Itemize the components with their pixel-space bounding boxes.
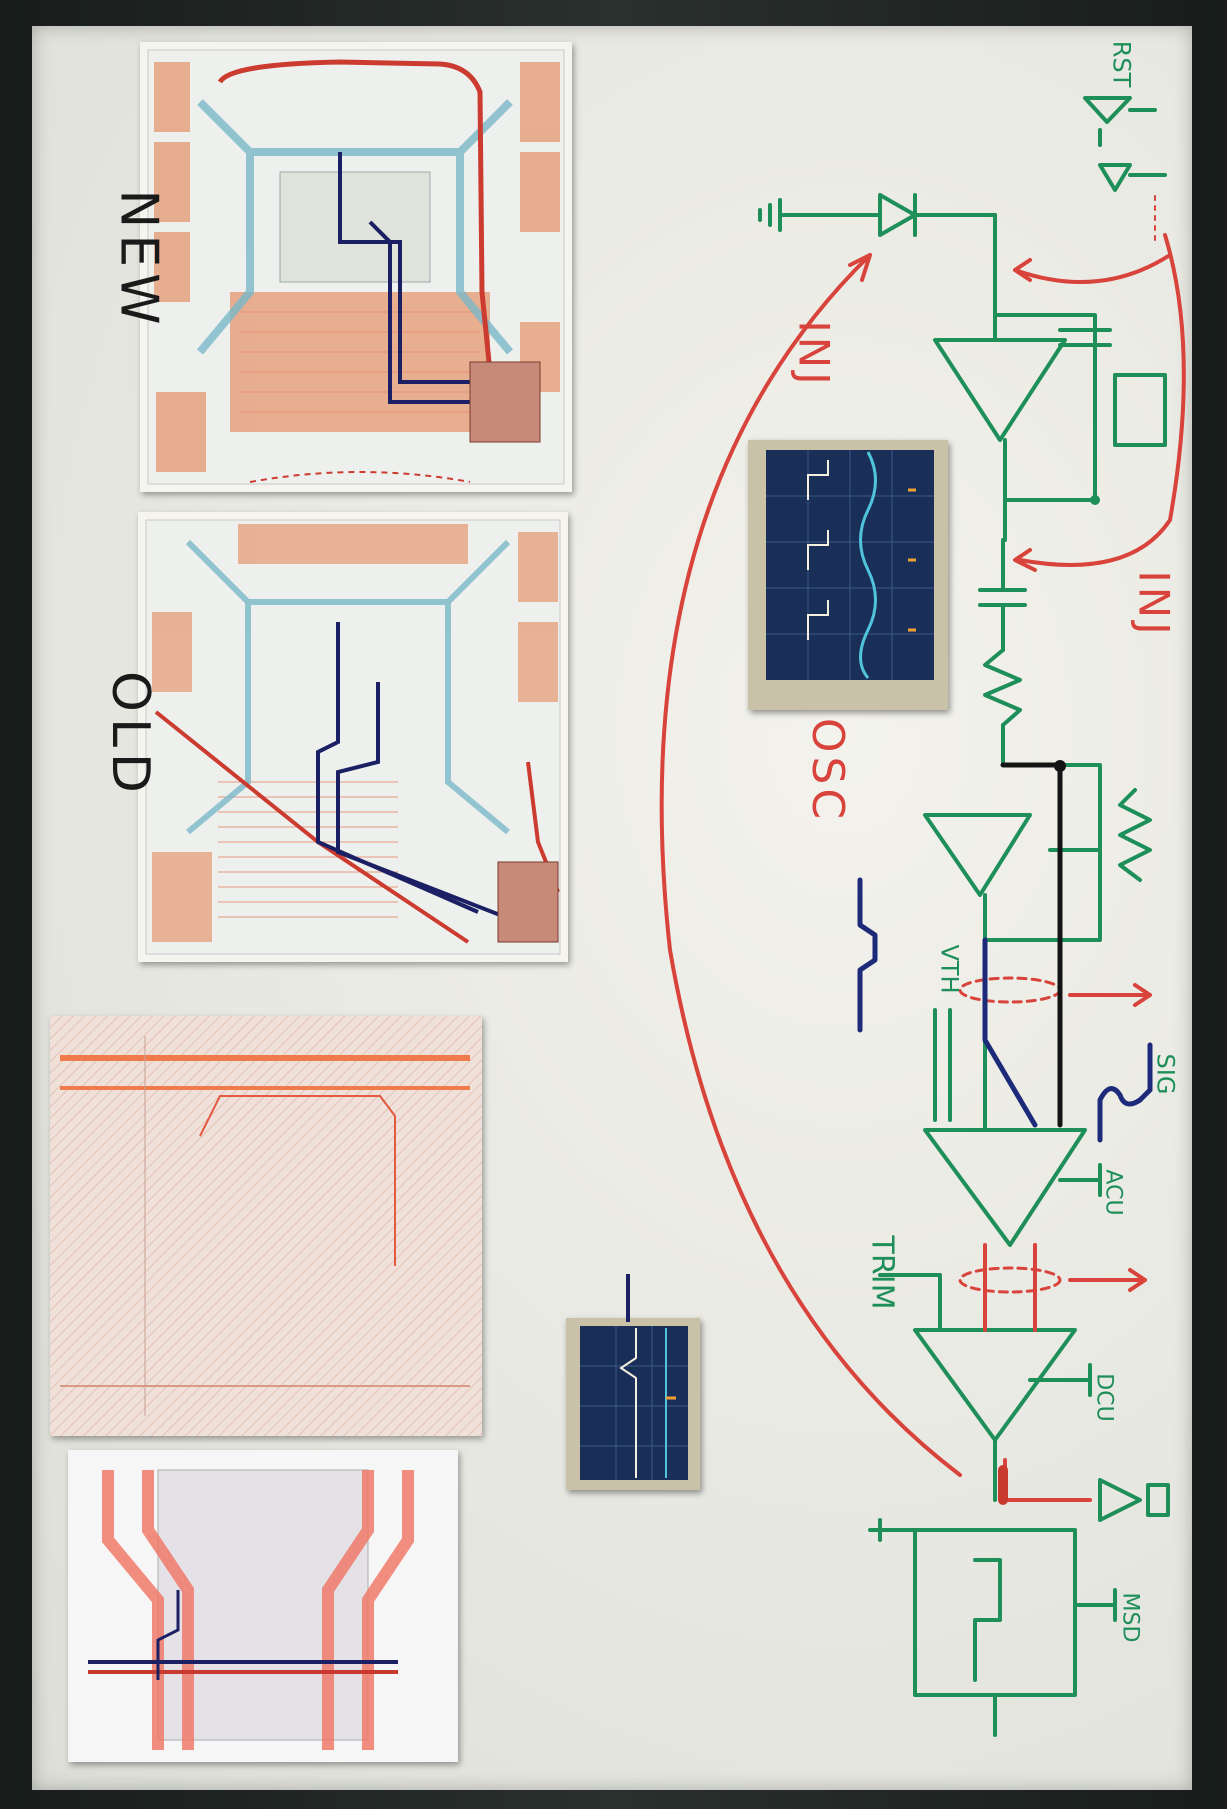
oscilloscope-screen-small-icon	[580, 1326, 688, 1480]
label-rst: RST	[1107, 40, 1136, 88]
junction-dot	[1054, 760, 1066, 772]
layout-printout-old	[138, 512, 568, 962]
label-sig: SIG	[1151, 1053, 1180, 1095]
layout-printout-new	[140, 42, 572, 492]
junction-dot	[1090, 495, 1100, 505]
printout-bottom-layout	[68, 1450, 458, 1762]
label-trim: TRIM	[864, 1235, 900, 1310]
label-vth: VTH	[935, 944, 964, 994]
label-inj-top: INJ	[789, 320, 839, 389]
label-inj-right: INJ	[1129, 570, 1179, 639]
bottom-layout-drawing	[88, 1469, 414, 1750]
layout-new-drawing	[147, 49, 565, 485]
label-msd: MSD	[1117, 1592, 1143, 1643]
label-osc: OSC	[802, 717, 854, 824]
oscilloscope-screen-icon	[766, 450, 934, 680]
layout-old-drawing	[145, 519, 561, 955]
label-old: OLD	[99, 671, 160, 799]
label-new: NEW	[108, 189, 169, 331]
oscilloscope-photo-large	[748, 440, 948, 710]
label-dcu: DCU	[1091, 1373, 1117, 1422]
oscilloscope-photo-small	[566, 1274, 700, 1490]
wiring-sheet-drawing	[50, 1016, 482, 1436]
probe-wire	[626, 1274, 630, 1322]
label-acu: ACU	[1100, 1169, 1126, 1216]
printout-wiring-sheet	[50, 1016, 482, 1436]
